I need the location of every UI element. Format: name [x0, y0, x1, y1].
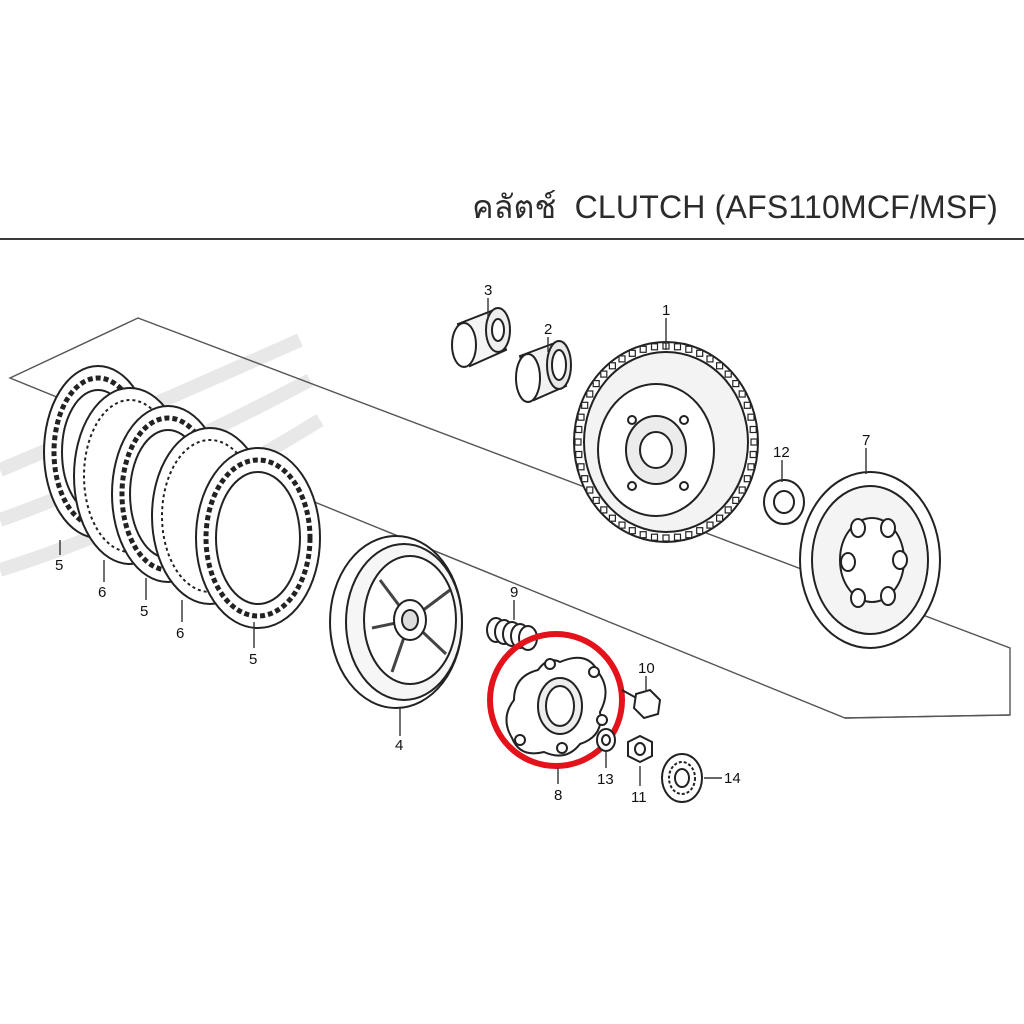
gear-tooth	[608, 514, 617, 522]
gear-tooth	[586, 486, 594, 494]
gear-tooth	[581, 401, 589, 409]
label-part-14: 14	[724, 770, 741, 787]
label-part-3: 3	[484, 282, 492, 299]
part-number-labels: 3 2 1 12 7 5 6 5 6 5 4 9 10 8 13 11 14	[55, 282, 870, 806]
gear-tooth	[743, 475, 751, 483]
label-part-5-a: 5	[55, 557, 63, 574]
part-11-nut	[627, 734, 653, 764]
title-thai: คลัตช์	[472, 189, 557, 225]
label-part-5-b: 5	[140, 603, 148, 620]
gear-tooth	[574, 438, 582, 446]
gear-tooth	[706, 521, 714, 529]
part-7-plate	[799, 471, 941, 649]
gear-tooth	[618, 355, 626, 363]
gear-tooth	[738, 486, 746, 494]
gear-tooth	[750, 438, 758, 446]
gear-tooth	[639, 531, 647, 539]
gear-tooth	[724, 370, 732, 378]
title-divider	[0, 238, 1024, 240]
label-part-13: 13	[597, 771, 614, 788]
label-part-4: 4	[395, 737, 403, 754]
gear-tooth	[747, 413, 755, 421]
part-12-washer	[763, 479, 805, 525]
gear-tooth	[639, 345, 647, 353]
gear-tooth	[706, 355, 714, 363]
gear-tooth	[600, 370, 608, 378]
gear-tooth	[749, 450, 757, 459]
label-part-7: 7	[862, 432, 870, 449]
gear-tooth	[715, 514, 724, 522]
label-part-9: 9	[510, 584, 518, 601]
gear-tooth	[592, 496, 600, 504]
label-part-1: 1	[662, 302, 670, 319]
gear-tooth	[715, 362, 724, 370]
title-english: CLUTCH (AFS110MCF/MSF)	[574, 189, 998, 225]
gear-tooth	[673, 533, 682, 541]
gear-tooth	[628, 527, 636, 535]
part-1-clutch-outer	[573, 341, 759, 543]
part-13-washer	[596, 728, 616, 752]
gear-tooth	[743, 401, 751, 409]
part-8-lifter-plate	[505, 656, 608, 757]
gear-tooth	[577, 463, 585, 471]
gear-tooth	[600, 506, 608, 514]
part-3-collar	[451, 307, 511, 368]
gear-tooth	[628, 349, 636, 357]
gear-tooth	[608, 362, 617, 370]
gear-tooth	[724, 506, 732, 514]
label-part-10: 10	[638, 660, 655, 677]
label-part-12: 12	[773, 444, 790, 461]
gear-tooth	[575, 425, 583, 434]
gear-tooth	[650, 533, 659, 541]
part-8-highlight-ring	[487, 631, 625, 769]
gear-tooth	[696, 527, 704, 535]
gear-tooth	[673, 343, 682, 351]
gear-tooth	[747, 463, 755, 471]
assembly-frame	[8, 317, 1011, 719]
gear-tooth	[749, 425, 757, 434]
part-4-clutch-center	[329, 535, 463, 709]
label-part-6-a: 6	[98, 584, 106, 601]
label-part-8: 8	[554, 787, 562, 804]
gear-tooth	[685, 531, 693, 539]
part-5-friction-disc-c	[195, 447, 321, 629]
gear-tooth	[581, 475, 589, 483]
gear-tooth	[738, 390, 746, 398]
gear-tooth	[592, 380, 600, 388]
gear-tooth	[650, 343, 659, 351]
gear-tooth	[575, 450, 583, 459]
label-part-11: 11	[631, 789, 647, 806]
gear-tooth	[618, 521, 626, 529]
part-9-spring	[486, 617, 538, 651]
leader-lines	[59, 298, 867, 786]
label-part-2: 2	[544, 321, 552, 338]
gear-tooth	[662, 534, 670, 542]
label-part-6-b: 6	[176, 625, 184, 642]
label-part-5-c: 5	[249, 651, 257, 668]
part-2-bushing	[515, 340, 572, 403]
gear-tooth	[732, 380, 740, 388]
gear-tooth	[696, 349, 704, 357]
part-14-bearing	[661, 753, 703, 803]
gear-tooth	[732, 496, 740, 504]
gear-tooth	[685, 345, 693, 353]
page-title: คลัตช์ CLUTCH (AFS110MCF/MSF)	[472, 182, 998, 233]
part-10-bolt	[621, 688, 662, 720]
gear-tooth	[586, 390, 594, 398]
gear-tooth	[577, 413, 585, 421]
clutch-plate-stack	[43, 365, 321, 629]
